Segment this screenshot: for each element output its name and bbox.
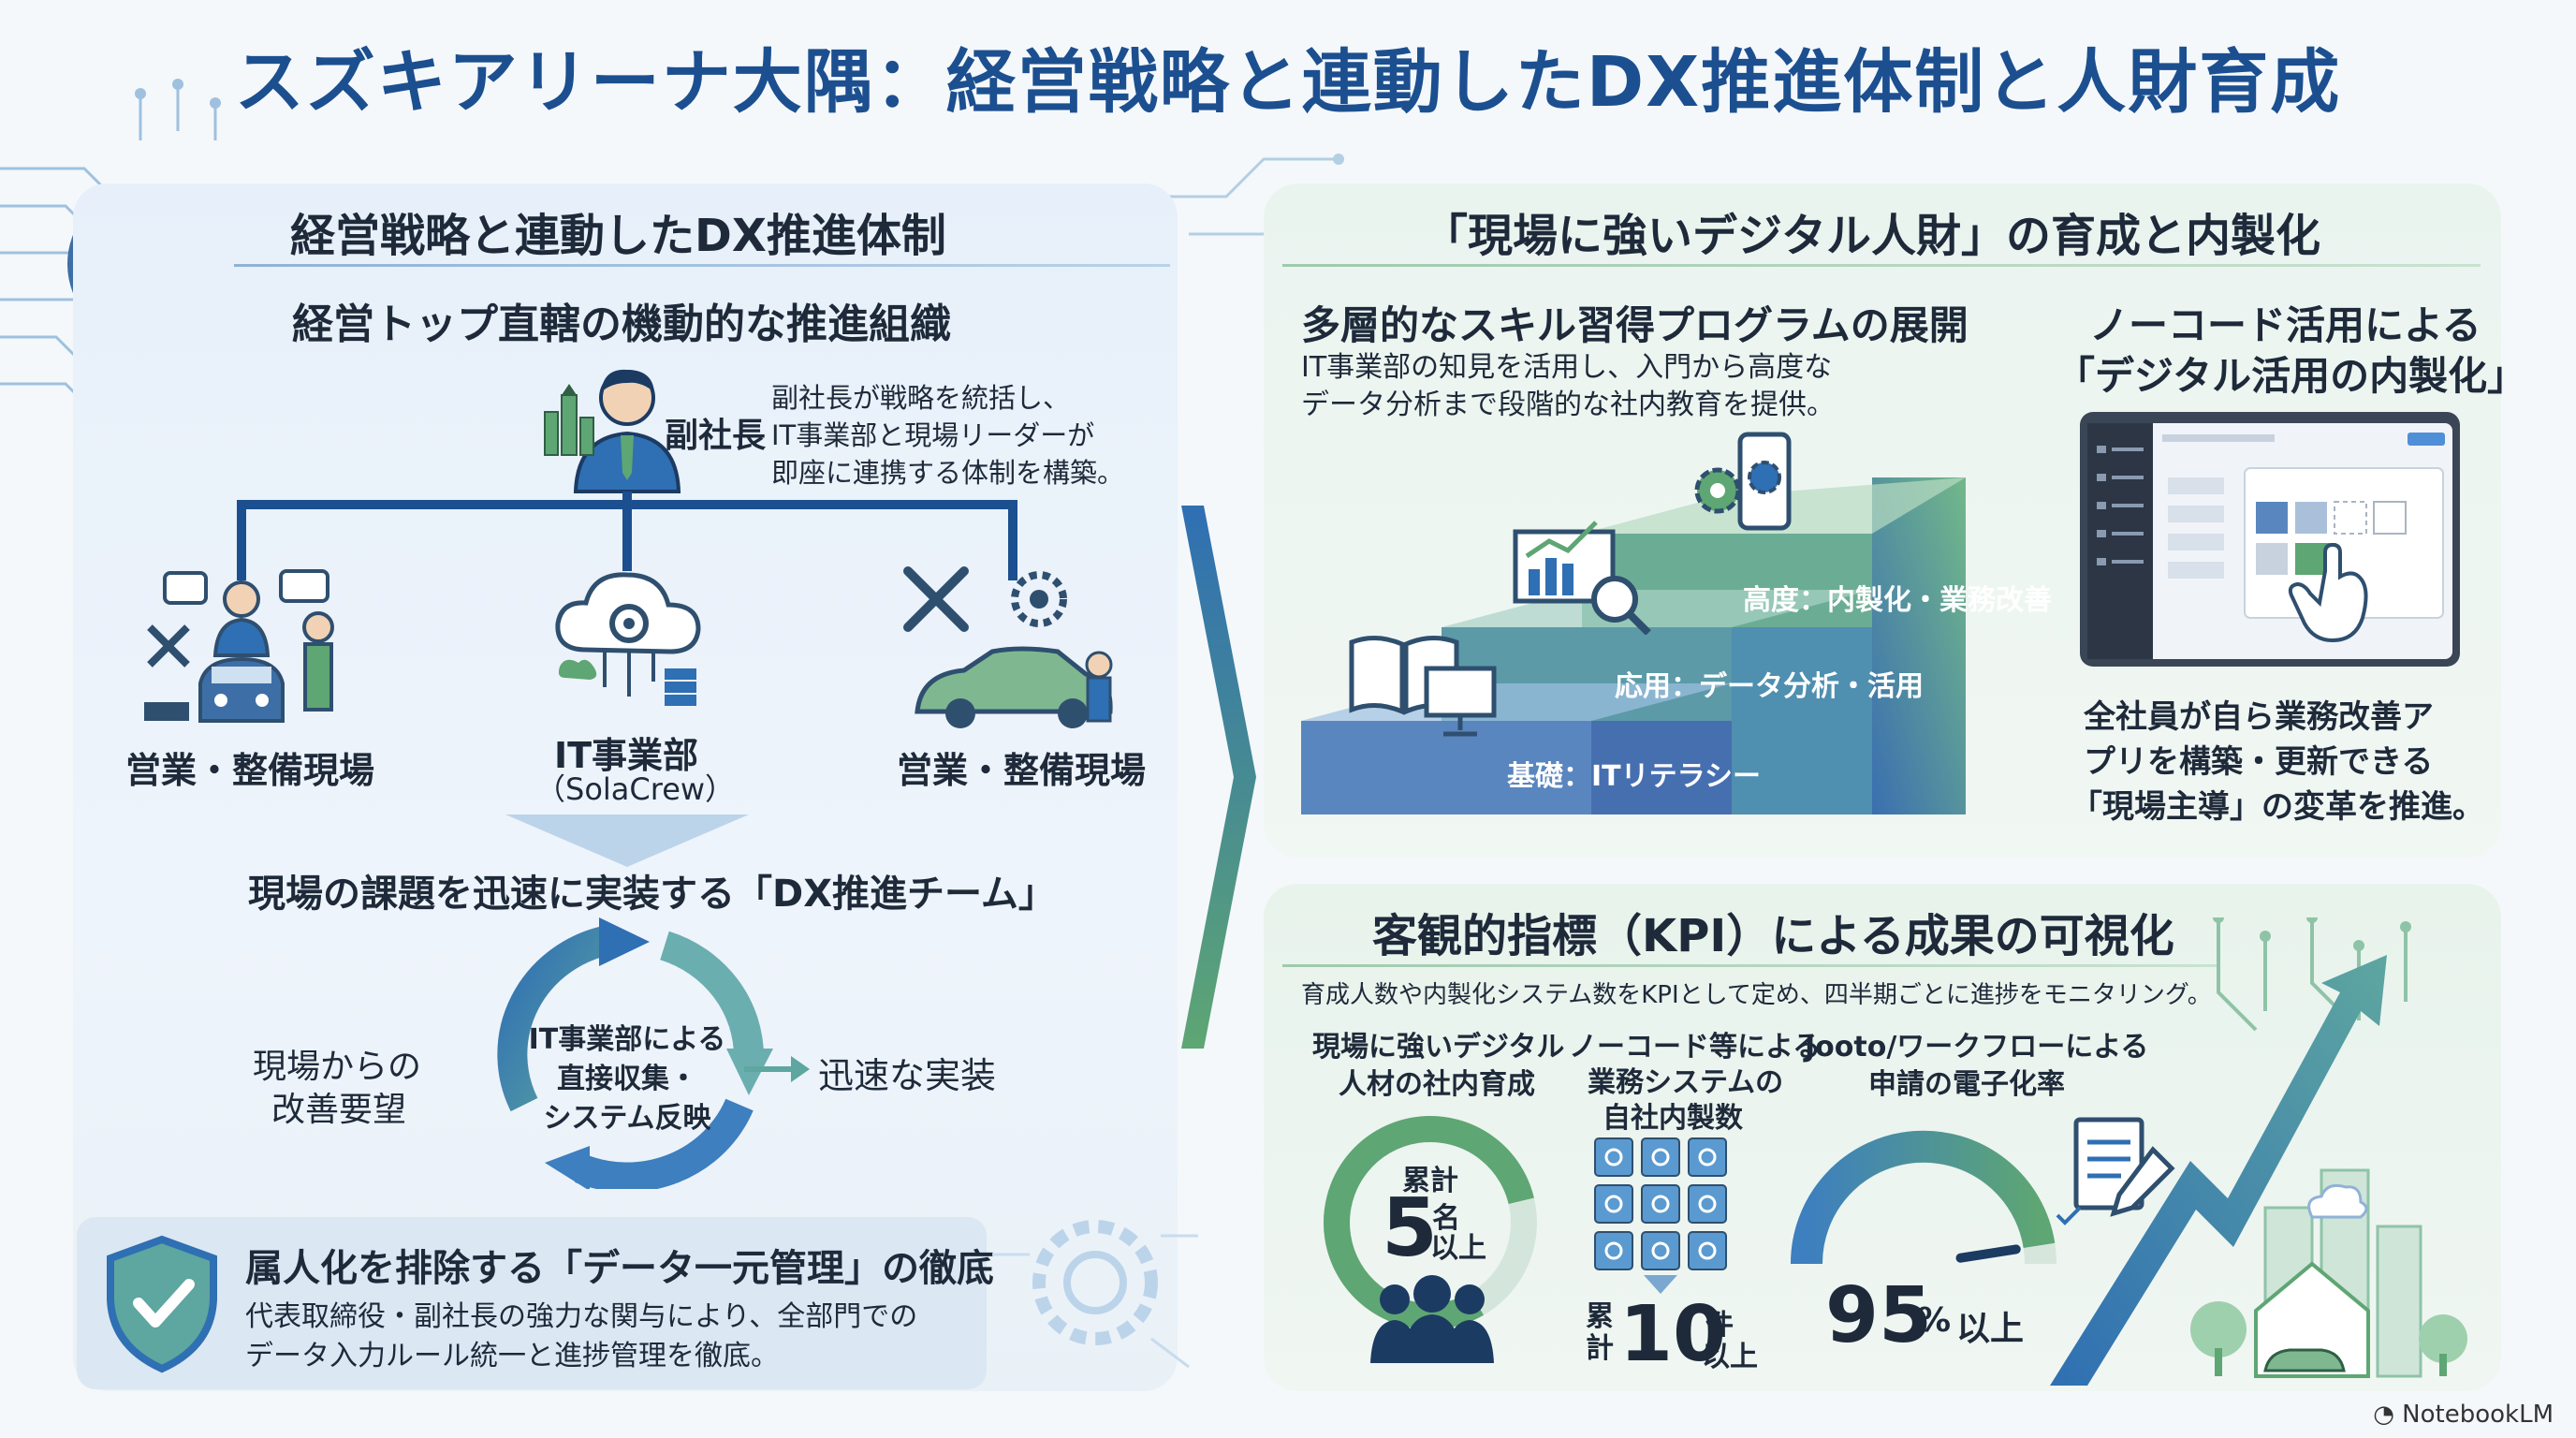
nocode-app-mockup	[2080, 412, 2460, 667]
program-desc-2: データ分析まで段階的な社内教育を提供。	[1301, 389, 1835, 421]
data-management-desc-2: データ入力ルール統一と進捗管理を徹底。	[245, 1340, 779, 1372]
vp-person-icon	[573, 369, 681, 493]
kpi3-gauge	[1790, 1130, 2056, 1265]
kpi3-value: 95	[1825, 1271, 1933, 1360]
kpi2-suffix: 以上	[1702, 1341, 1758, 1373]
cycle-right-label: 迅速な実装	[818, 1055, 997, 1096]
document-pen-icon	[2056, 1117, 2175, 1225]
kpi3-title-2: 申請の電子化率	[1868, 1068, 2065, 1101]
program-heading: 多層的なスキル習得プログラムの展開	[1301, 302, 1969, 348]
gear-decoration	[992, 1220, 1198, 1369]
cycle-center-line-1: IT事業部による	[528, 1023, 726, 1056]
left-divider	[234, 264, 1170, 267]
left-heading: 経営戦略と連動したDX推進体制	[290, 210, 946, 262]
cycle-left-line-1: 現場からの	[253, 1048, 422, 1086]
kpi1-value: 5	[1382, 1181, 1438, 1275]
page-title: スズキアリーナ大隅：経営戦略と連動したDX推進体制と人財育成	[234, 42, 2342, 123]
notebooklm-logo-icon: ◔	[2373, 1401, 2403, 1429]
nocode-desc-1: 全社員が自ら業務改善ア	[2084, 698, 2434, 736]
repair-car-illustration	[903, 566, 1113, 728]
kpi2-title-3: 自社内製数	[1603, 1102, 1743, 1135]
down-arrow-icon	[505, 814, 749, 867]
node-it-dept-sub: （SolaCrew）	[535, 771, 736, 807]
node-sales-field-left: 営業・整備現場	[125, 750, 375, 791]
nocode-desc-3: 「現場主導」の変革を推進。	[2071, 788, 2484, 826]
vp-desc-line-2: IT事業部と現場リーダーが	[771, 419, 1095, 451]
analytics-chart-icon	[1513, 521, 1651, 635]
kpi1-prefix: 累計	[1402, 1165, 1458, 1197]
cycle-center-line-3: システム反映	[543, 1102, 711, 1135]
kpi2-title-1: ノーコード等による	[1569, 1031, 1822, 1064]
kpi2-value: 10	[1619, 1290, 1727, 1379]
flow-chevron-icon	[1181, 506, 1256, 1049]
step-basic: 基礎：ITリテラシー	[1507, 760, 1762, 793]
data-management-desc-1: 代表取締役・副社長の強力な関与により、全部門での	[245, 1300, 918, 1333]
node-it-dept: IT事業部	[554, 735, 699, 776]
footer-label: NotebookLM	[2402, 1401, 2554, 1429]
growth-arrow-illustration	[2050, 917, 2467, 1386]
vp-desc-line-1: 副社長が戦略を統括し、	[771, 382, 1071, 414]
kpi3-gauge-fill	[1790, 1130, 2056, 1265]
mobile-gears-icon	[1694, 432, 1792, 531]
nocode-heading-1: ノーコード活用による	[2089, 302, 2481, 348]
sales-field-illustration-left	[144, 569, 334, 723]
kpi3-title-1: Jooto/ワークフローによる	[1805, 1031, 2149, 1064]
building-icon	[544, 384, 594, 456]
right-top-heading: 「現場に強いデジタル人財」の育成と内製化	[1423, 210, 2321, 262]
right-top-divider	[1282, 264, 2481, 267]
cycle-center-line-2: 直接収集・	[557, 1063, 697, 1095]
node-sales-field-right: 営業・整備現場	[897, 750, 1147, 791]
kpi3-gauge-needle	[1955, 1244, 2021, 1263]
kpi1-title-1: 現場に強いデジタル	[1312, 1031, 1565, 1064]
left-subheading: 経営トップ直轄の機動的な推進組織	[292, 301, 951, 348]
kpi2-down-arrow	[1644, 1275, 1677, 1294]
nocode-desc-2: プリを構築・更新できる	[2084, 743, 2434, 781]
vp-desc-line-3: 即座に連携する体制を構築。	[771, 457, 1125, 489]
kpi1-unit: 名	[1432, 1202, 1460, 1235]
kpi-heading: 客観的指標（KPI）による成果の可視化	[1372, 910, 2174, 962]
shield-check-icon	[107, 1235, 217, 1373]
kpi1-suffix: 以上	[1430, 1232, 1486, 1265]
vp-label: 副社長	[665, 417, 767, 455]
kpi3-unit: %	[1917, 1301, 1952, 1340]
system-grid-icon	[1594, 1137, 1727, 1270]
cloud-server-icon	[555, 572, 701, 706]
kpi3-suffix: 以上	[1956, 1310, 2025, 1348]
data-management-box	[77, 1217, 987, 1389]
kpi-divider	[1282, 964, 2218, 967]
program-desc-1: IT事業部の知見を活用し、入門から高度な	[1301, 351, 1833, 384]
kpi-desc: 育成人数や内製化システム数をKPIとして定め、四半期ごとに進捗をモニタリング。	[1301, 981, 2212, 1009]
nocode-heading-2: 「デジタル活用の内製化」	[2056, 353, 2527, 399]
step-advanced: 高度：内製化・業務改善	[1743, 584, 2052, 617]
kpi2-unit: 件	[1705, 1309, 1734, 1342]
cycle-left-line-2: 改善要望	[271, 1091, 407, 1129]
cycle-output-arrow	[744, 1056, 810, 1082]
kpi2-title-2: 業務システムの	[1588, 1066, 1784, 1099]
step-applied: 応用：データ分析・活用	[1615, 670, 1924, 703]
kpi2-prefix: 累計	[1586, 1300, 1614, 1365]
data-management-heading: 属人化を排除する「データ一元管理」の徹底	[245, 1247, 994, 1290]
kpi1-title-2: 人材の社内育成	[1339, 1068, 1535, 1101]
dx-team-heading: 現場の課題を迅速に実装する「DX推進チーム」	[248, 873, 1056, 916]
footer-notebooklm: ◔ NotebookLM	[2373, 1401, 2554, 1429]
org-connector	[237, 492, 1017, 580]
people-group-icon	[1370, 1275, 1494, 1363]
monitor-icon	[1424, 666, 1497, 737]
